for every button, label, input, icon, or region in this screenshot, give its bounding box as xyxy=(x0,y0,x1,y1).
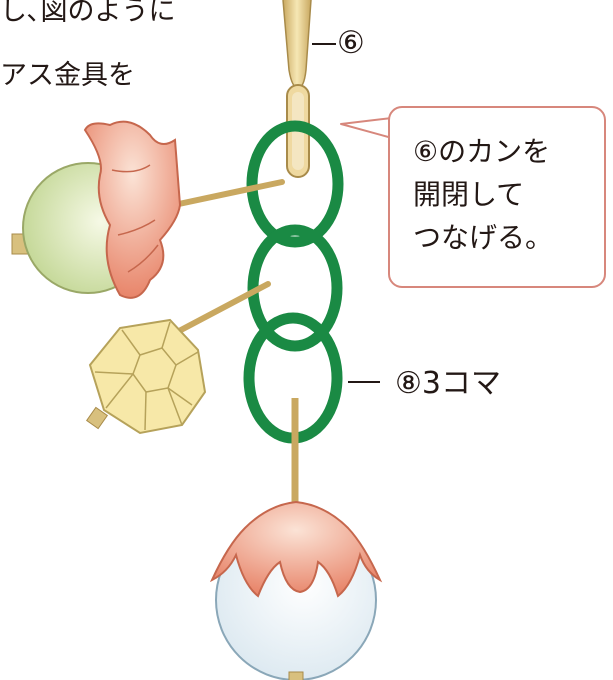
callout-label-8: ⑧3コマ xyxy=(395,366,501,401)
speech-bubble-tail xyxy=(340,117,393,139)
intro-text-line-1: し､図のように xyxy=(0,0,176,27)
chain-link-1 xyxy=(246,120,344,248)
speech-bubble-text: ⑥のカンを 開閉して つなげる。 xyxy=(413,130,553,259)
speech-bubble-line-2: 開閉して xyxy=(413,178,525,211)
intro-text-line-2: アス金具を xyxy=(0,60,135,91)
bead-charm-white xyxy=(209,398,383,680)
speech-bubble: ⑥のカンを 開閉して つなげる。 xyxy=(388,106,606,288)
speech-bubble-line-1: ⑥のカンを xyxy=(413,135,551,168)
bead-charm-olive xyxy=(11,120,285,299)
callout-label-6: ⑥ xyxy=(337,25,365,61)
bead-charm-faceted xyxy=(85,281,271,435)
speech-bubble-line-3: つなげる。 xyxy=(413,221,554,254)
chain-link-2 xyxy=(247,224,343,352)
ear-hook-top xyxy=(282,0,312,89)
